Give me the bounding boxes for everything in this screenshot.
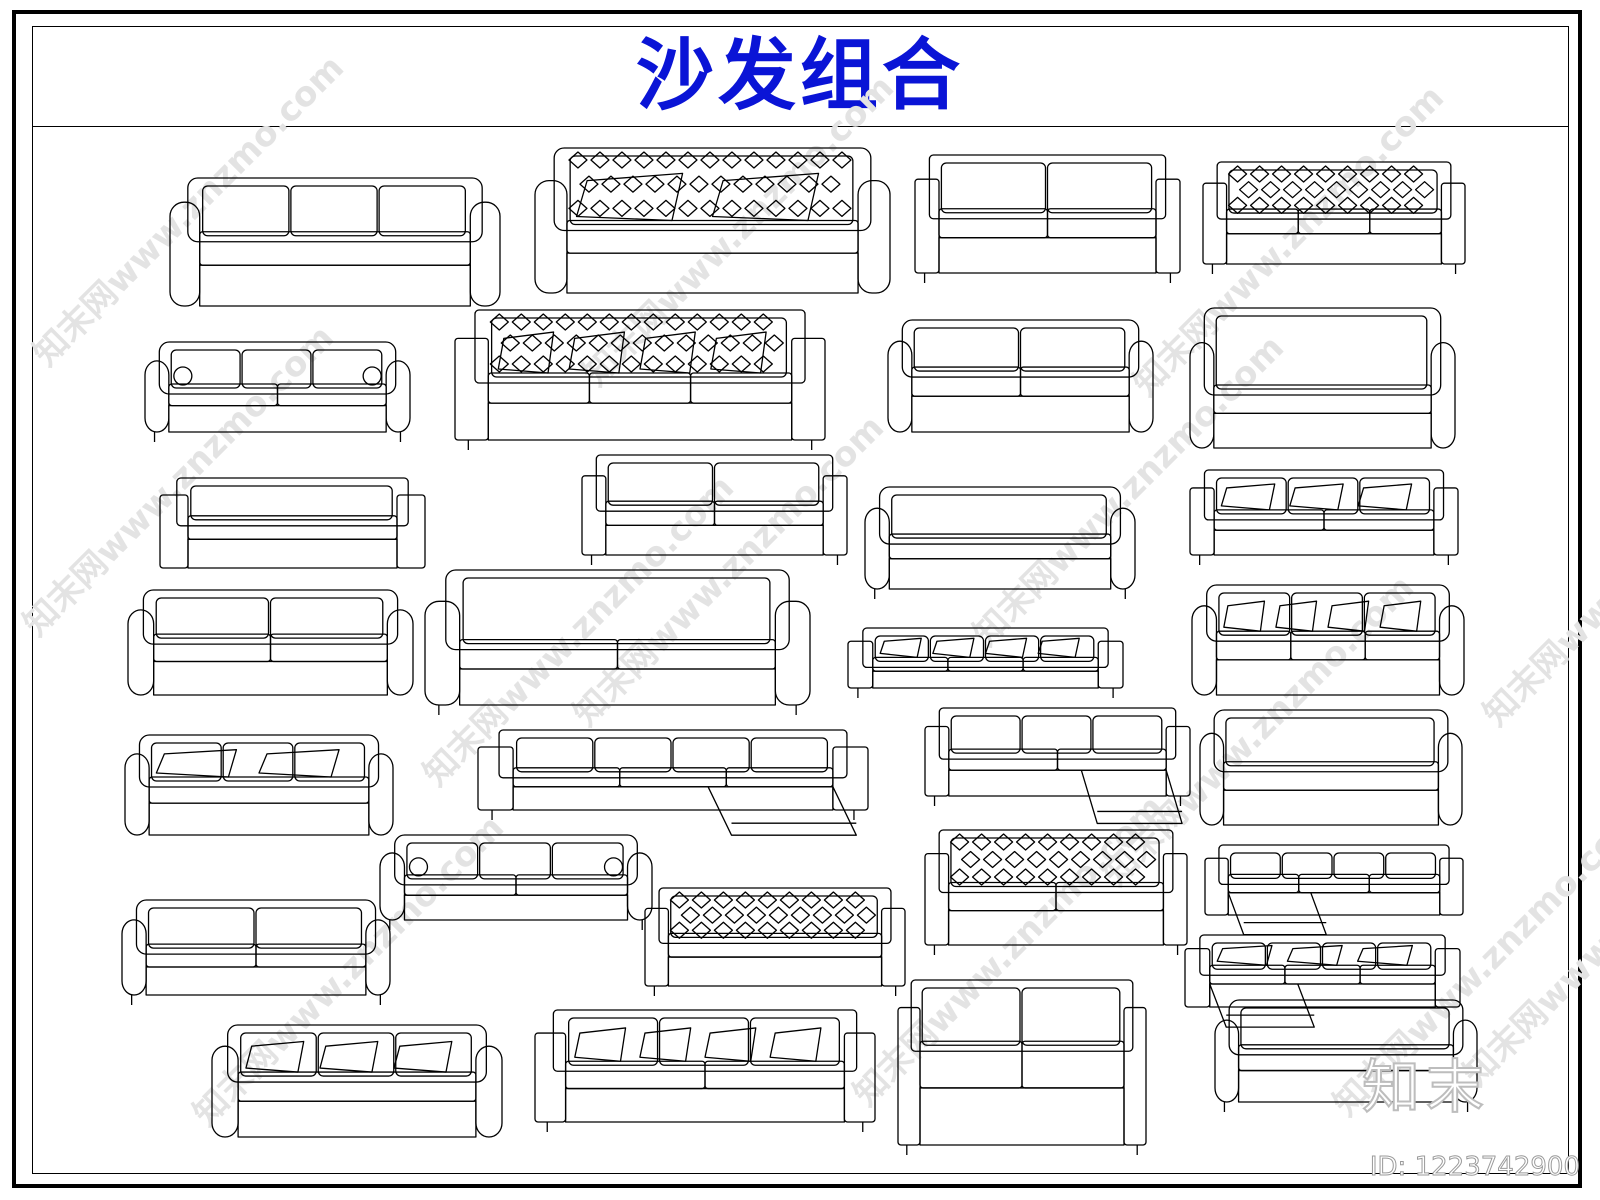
sofa-drawing	[864, 486, 1136, 599]
sofa-drawing	[159, 477, 426, 569]
sofa-drawing	[169, 177, 501, 307]
sofa-drawing	[924, 707, 1191, 825]
sofa-drawing	[1204, 844, 1464, 936]
sofa-drawing	[847, 627, 1124, 698]
sofa-drawing	[644, 887, 906, 996]
sofa-drawing	[211, 1024, 503, 1138]
sofa-drawing	[1184, 934, 1461, 1028]
sofa-drawing	[1202, 161, 1466, 274]
image-id-label: ID: 1223742900	[1369, 1152, 1580, 1183]
sofa-drawing	[124, 734, 394, 836]
brand-logo: 知末	[1361, 1052, 1490, 1122]
sofa-drawing	[121, 899, 391, 1005]
sofa-drawing	[127, 589, 414, 696]
sofa-drawing	[887, 319, 1154, 433]
inner-border	[32, 26, 1569, 1174]
outer-border	[12, 10, 1582, 1188]
page-title: 沙发组合	[635, 31, 964, 121]
sofa-drawing	[534, 147, 891, 294]
sofa-drawing	[897, 979, 1147, 1155]
sofa-drawing	[534, 1009, 876, 1132]
sofa-drawing	[581, 454, 848, 565]
sofa-drawing	[424, 569, 811, 715]
sofa-drawing	[1189, 469, 1459, 565]
sofa-drawing	[1214, 999, 1478, 1112]
sofa-drawing	[1191, 584, 1465, 696]
sofa-drawing	[1189, 307, 1456, 449]
sofa-drawing	[1199, 709, 1463, 826]
sofa-drawing	[914, 154, 1181, 283]
sofa-drawing	[144, 341, 411, 442]
title-divider	[32, 126, 1569, 127]
sofa-drawing	[477, 729, 869, 836]
sofa-drawing	[924, 829, 1188, 955]
sofa-drawing	[454, 309, 826, 450]
sofa-drawing	[379, 834, 653, 930]
